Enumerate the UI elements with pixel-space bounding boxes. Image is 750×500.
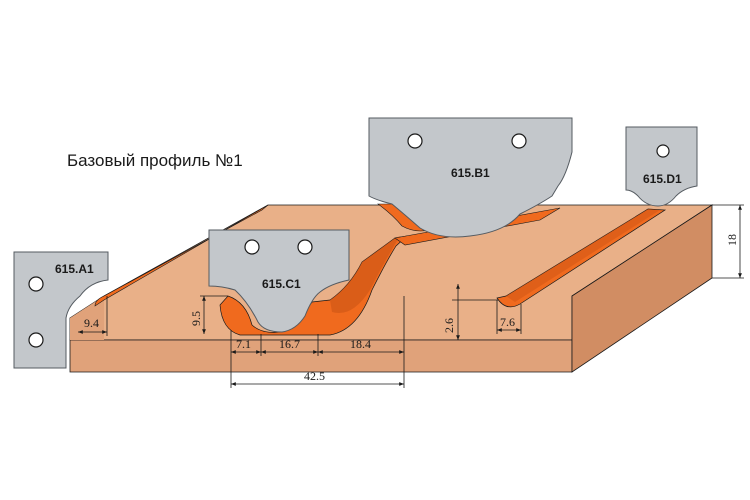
knife-c1-body bbox=[208, 229, 350, 333]
knife-a1-label: 615.A1 bbox=[55, 262, 94, 276]
dim-18-4: 18.4 bbox=[350, 337, 371, 351]
dim-42-5: 42.5 bbox=[304, 369, 325, 383]
knife-d1: 615.D1 bbox=[625, 126, 698, 207]
board-front-face bbox=[69, 339, 573, 373]
moulding-c1-ridge bbox=[330, 236, 400, 314]
dim-7-1: 7.1 bbox=[236, 337, 251, 351]
knife-c1-label: 615.C1 bbox=[262, 277, 301, 291]
bead-groove-d1-shade bbox=[506, 209, 660, 302]
knife-a1-hole-top bbox=[28, 276, 44, 292]
wood-board bbox=[69, 203, 714, 373]
knife-b1-hole-right bbox=[511, 133, 527, 149]
knife-b1: 615.B1 bbox=[368, 117, 573, 238]
knife-d1-label: 615.D1 bbox=[643, 172, 682, 186]
dim-16-7: 16.7 bbox=[279, 337, 300, 351]
dim-7-6: 7.6 bbox=[500, 315, 515, 329]
knife-a1: 615.A1 bbox=[13, 251, 109, 369]
knife-d1-body bbox=[625, 126, 698, 207]
knife-c1-hole-left bbox=[244, 239, 260, 255]
knife-d1-hole bbox=[656, 144, 670, 158]
moulding-c1 bbox=[219, 235, 409, 336]
knife-b1-label: 615.B1 bbox=[451, 166, 490, 180]
dimension-lines bbox=[78, 204, 744, 388]
diagram-title: Базовый профиль №1 bbox=[67, 151, 243, 170]
knife-b1-hole-left bbox=[407, 133, 423, 149]
knife-c1: 615.C1 bbox=[208, 229, 350, 333]
knife-c1-hole-right bbox=[297, 239, 313, 255]
dim-2-6: 2.6 bbox=[442, 318, 456, 333]
knife-a1-hole-bottom bbox=[28, 332, 44, 348]
dimension-values: 9.4 9.5 7.1 16.7 18.4 42.5 2.6 7.6 18 bbox=[84, 234, 739, 383]
bead-groove-d1 bbox=[496, 208, 667, 308]
board-front-face-upper bbox=[70, 296, 104, 340]
dim-9-5: 9.5 bbox=[189, 311, 203, 326]
dim-18: 18 bbox=[725, 234, 739, 246]
dim-9-4: 9.4 bbox=[84, 316, 99, 330]
